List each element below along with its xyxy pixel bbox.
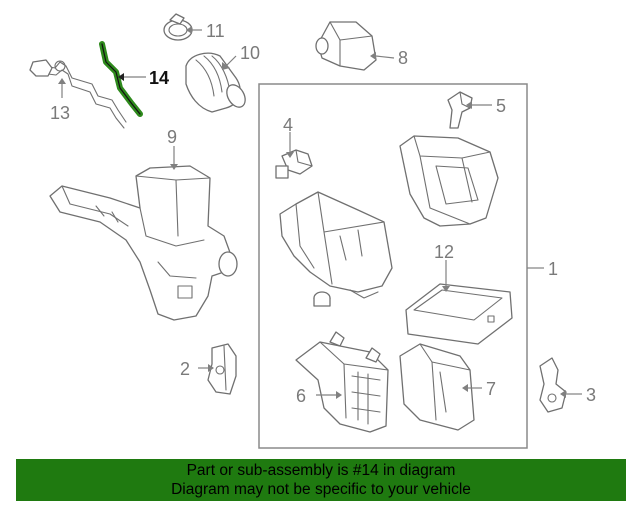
exploded-parts-diagram: 1 2 3 4 5 6 7 8 9 10 11 12 13 14 (29, 13, 596, 449)
callout-12[interactable]: 12 (434, 242, 454, 262)
part-5-bracket[interactable] (447, 91, 473, 129)
air-cleaner-case-upper[interactable] (399, 135, 499, 227)
leader-lines (61, 29, 582, 396)
part-12-filter-element[interactable] (405, 283, 513, 345)
callout-6[interactable]: 6 (296, 386, 306, 406)
part-4-sensor[interactable] (275, 149, 313, 179)
info-banner: Part or sub-assembly is #14 in diagram D… (16, 459, 626, 501)
part-8-resonator[interactable] (315, 21, 377, 71)
part-6-filter-cover[interactable] (295, 331, 389, 433)
air-cleaner-assembly-box (258, 83, 528, 449)
callout-5[interactable]: 5 (496, 96, 506, 116)
callout-7[interactable]: 7 (486, 379, 496, 399)
callout-11[interactable]: 11 (206, 21, 225, 41)
callout-9[interactable]: 9 (167, 127, 177, 147)
part-3-bracket[interactable] (539, 357, 567, 413)
callout-14-highlighted[interactable]: 14 (149, 68, 169, 88)
leader-arrowheads (58, 26, 566, 399)
callout-4[interactable]: 4 (283, 115, 293, 135)
callout-labels: 1 2 3 4 5 6 7 8 9 10 11 12 13 14 (50, 21, 596, 406)
part-14-hose-highlighted[interactable] (99, 41, 143, 117)
banner-line-1: Part or sub-assembly is #14 in diagram (186, 462, 456, 479)
callout-1[interactable]: 1 (548, 259, 558, 279)
part-7-element[interactable] (399, 343, 475, 431)
callout-3[interactable]: 3 (586, 385, 596, 405)
part-9-intake-duct[interactable] (49, 165, 238, 321)
part-11-clamp[interactable] (163, 13, 193, 41)
callout-8[interactable]: 8 (398, 48, 408, 68)
banner-line-2: Diagram may not be specific to your vehi… (171, 481, 471, 498)
part-13-harness-clip[interactable] (29, 59, 127, 129)
callout-13[interactable]: 13 (50, 103, 70, 123)
air-cleaner-case-lower[interactable] (279, 191, 393, 307)
callout-10[interactable]: 10 (240, 43, 260, 63)
callout-2[interactable]: 2 (180, 359, 190, 379)
